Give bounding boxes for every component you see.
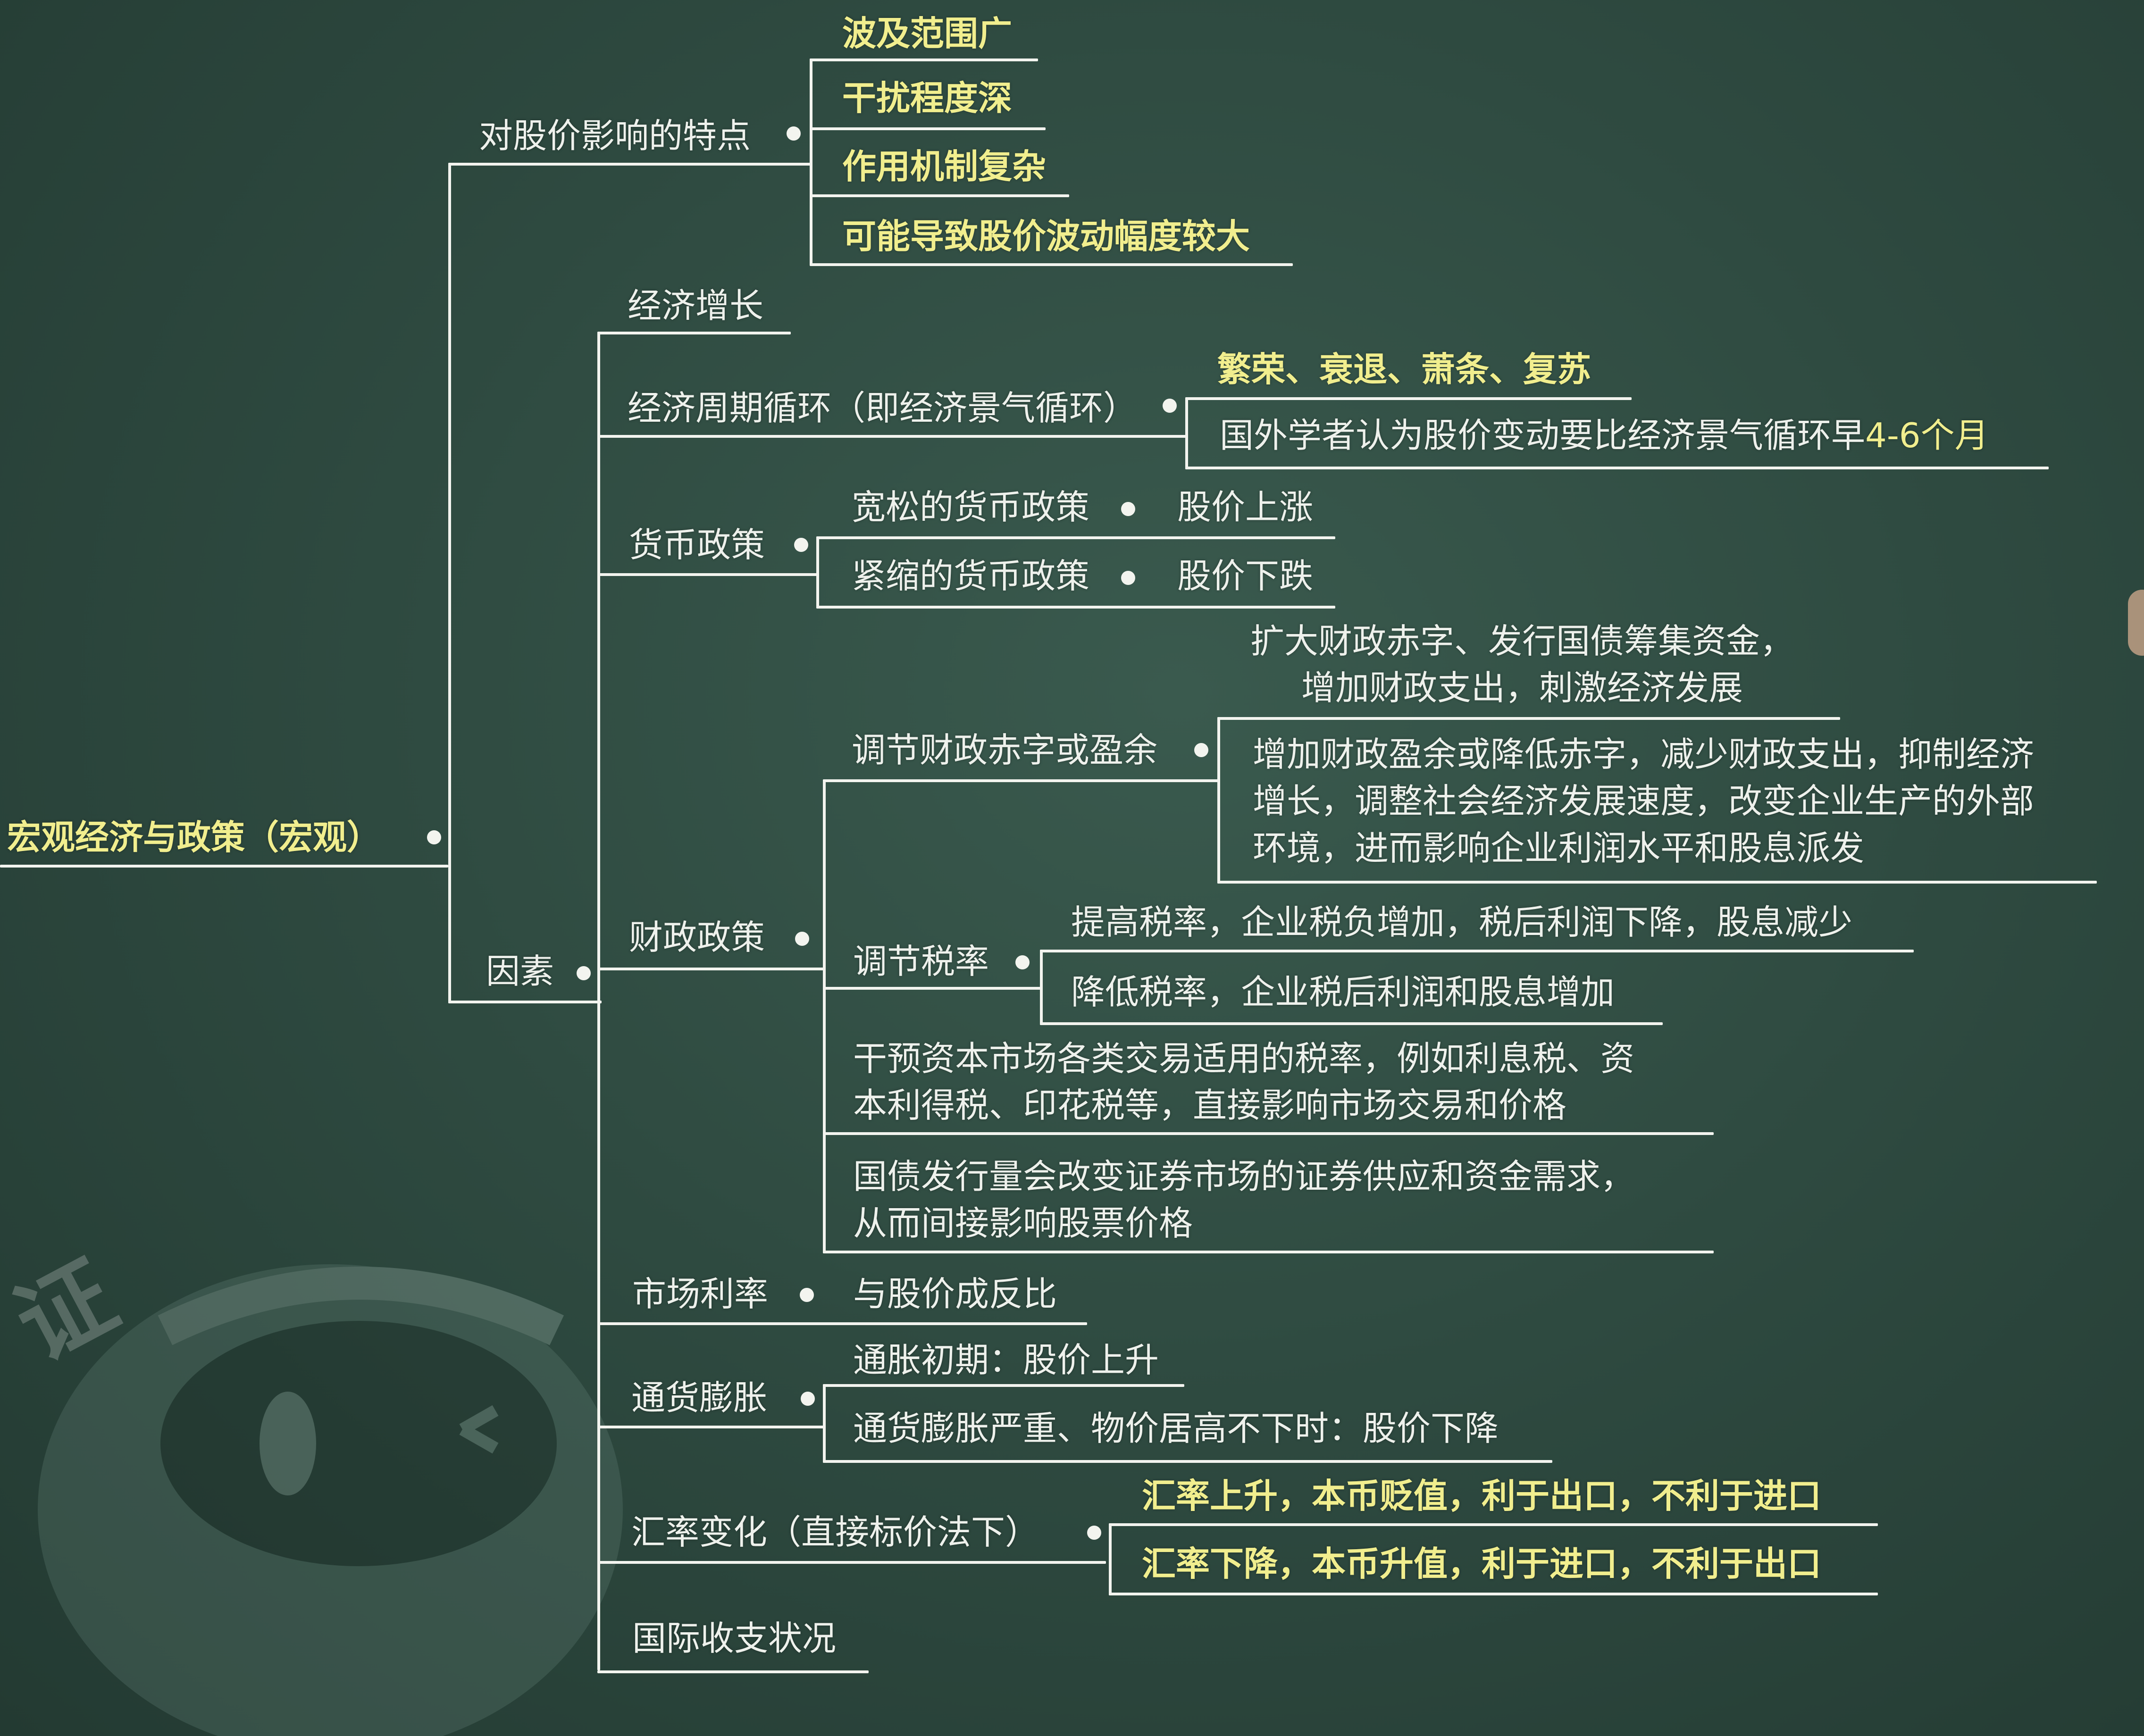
connector [823,779,1219,782]
connector [816,536,1335,539]
tax-raise: 提高税率，企业税负增加，税后利润下降，股息减少 [1071,902,1853,942]
tax-lower: 降低税率，企业税后利润和股息增加 [1071,972,1615,1012]
monetary-loose: 宽松的货币政策 [852,487,1090,527]
connector [1217,881,2097,884]
inflation-severe: 通货膨胀严重、物价居高不下时：股价下降 [853,1409,1499,1448]
cycle-lead-months: 4-6个月 [1865,416,1989,455]
branch-stock-impact-features: 对股价影响的特点 [479,116,751,156]
factor-exchange-rate: 汇率变化（直接标价法下） [631,1512,1039,1552]
connector [597,968,825,970]
connector [597,1670,869,1673]
node-dot [427,830,441,844]
inflation-early: 通胀初期：股价上升 [853,1340,1159,1380]
connector [823,987,1042,990]
connector [1217,717,1840,720]
connector [816,606,1335,609]
feature-item: 波及范围广 [842,14,1013,53]
cycle-phases: 繁荣、衰退、萧条、复苏 [1217,350,1591,389]
node-dot [1087,1526,1101,1540]
connector [823,1460,1552,1463]
fx-fall: 汇率下降，本币升值，利于进口，不利于出口 [1142,1544,1822,1584]
fiscal-deficit-node: 调节财政赤字或盈余 [852,730,1158,770]
fiscal-tax-node: 调节税率 [853,942,989,981]
connector [597,1322,1087,1325]
connector [810,58,812,265]
node-dot [1121,502,1135,516]
feature-item: 干扰程度深 [842,78,1013,118]
fiscal-intervene-tax: 干预资本市场各类交易适用的税率，例如利息税、资 本利得税、印花税等，直接影响市场… [853,1039,1635,1126]
connector [823,1384,826,1463]
connector [1217,717,1220,884]
connector [823,1384,1184,1387]
node-dot [800,1288,814,1302]
factor-balance-of-payments: 国际收支状况 [632,1619,837,1658]
connector [0,865,448,868]
connector [1185,397,1188,469]
connector [823,1251,1714,1253]
feature-item: 作用机制复杂 [842,147,1047,186]
connector [1185,467,2049,469]
connector [816,536,819,609]
cycle-lead-note-text: 国外学者认为股价变动要比经济景气循环早 [1220,416,1866,455]
connector [597,332,791,334]
fx-rise: 汇率上升，本币贬值，利于出口，不利于进口 [1142,1476,1822,1516]
connector [448,163,451,1003]
connector [1109,1523,1878,1526]
node-dot [794,538,808,552]
connector [597,435,1187,438]
monetary-tight: 紧缩的货币政策 [852,556,1090,596]
feature-item: 可能导致股价波动幅度较大 [842,217,1250,256]
connector [810,263,1293,266]
connector [810,194,1069,197]
node-dot [577,966,591,980]
connector [597,1561,1106,1564]
monetary-tight-effect: 股价下跌 [1177,556,1314,596]
factor-monetary-policy: 货币政策 [629,525,765,565]
node-dot [801,1392,815,1406]
factor-economic-growth: 经济增长 [628,286,764,326]
edge-decoration [2128,590,2144,656]
fiscal-bond-issuance: 国债发行量会改变证券市场的证券供应和资金需求， 从而间接影响股票价格 [853,1157,1635,1244]
connector [448,163,812,166]
connector [448,1001,602,1003]
node-dot [1194,743,1208,757]
node-dot [1163,399,1177,413]
connector [823,779,826,1253]
factor-economic-cycle: 经济周期循环（即经济景气循环） [628,388,1138,428]
node-dot [795,932,809,946]
mascot-watermark [38,1264,623,1736]
connector [597,1426,826,1428]
monetary-loose-effect: 股价上涨 [1177,487,1314,527]
connector [810,127,1046,130]
fiscal-deficit-expand: 扩大财政赤字、发行国债筹集资金， 增加财政支出，刺激经济发展 [1250,621,1794,708]
fiscal-surplus-detail: 增加财政盈余或降低赤字，减少财政支出，抑制经济 增长，调整社会经济发展速度，改变… [1253,734,2035,868]
connector [1040,950,1043,1025]
connector [1040,1022,1663,1025]
cycle-lead-note: 国外学者认为股价变动要比经济景气循环早4-6个月 [1220,415,1989,456]
connector [823,1132,1714,1135]
connector [810,58,1038,61]
connector [597,332,600,1670]
node-dot [787,126,801,141]
branch-factors: 因素 [486,951,554,991]
connector [1109,1523,1112,1595]
connector [1040,950,1914,952]
connector [597,573,818,576]
node-dot [1121,571,1135,585]
interest-effect: 与股价成反比 [853,1274,1057,1314]
root-node: 宏观经济与政策（宏观） [7,818,381,857]
factor-fiscal-policy: 财政政策 [629,918,765,957]
factor-inflation: 通货膨胀 [631,1378,768,1418]
connector [1185,397,1632,400]
factor-market-interest: 市场利率 [632,1274,769,1314]
node-dot [1015,955,1030,969]
connector [1109,1593,1878,1595]
